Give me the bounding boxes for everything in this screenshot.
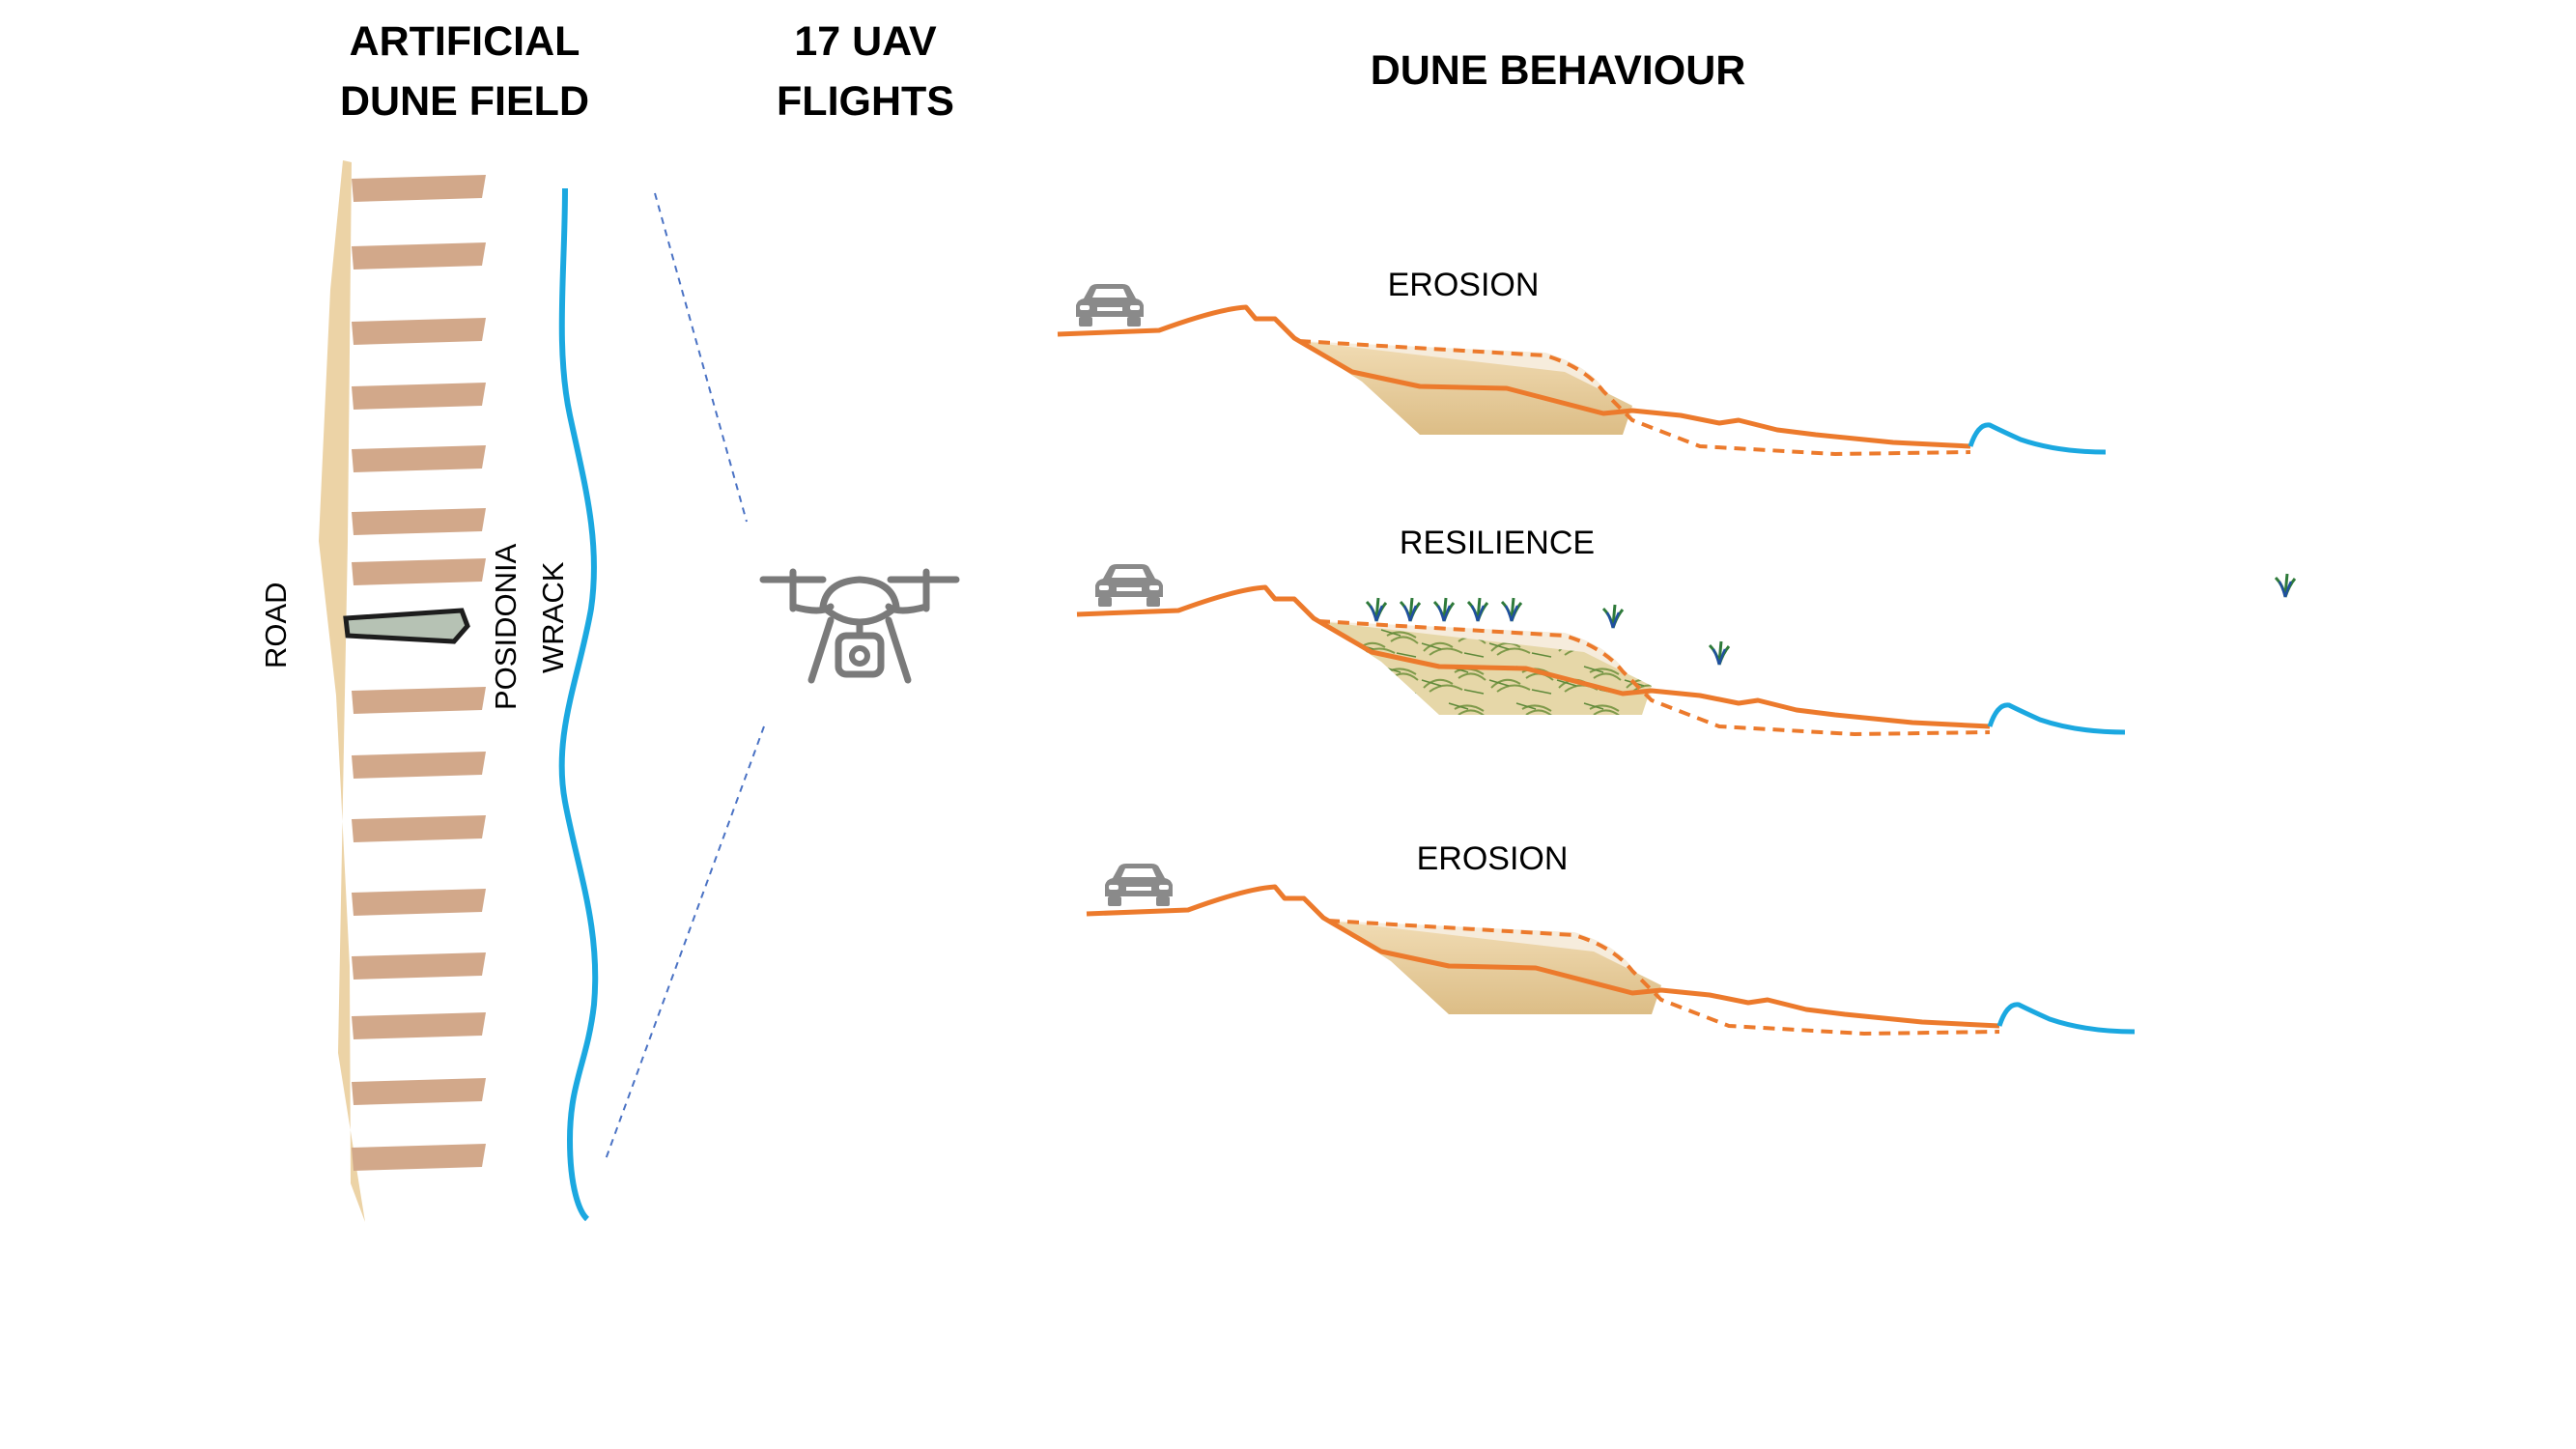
profile-label: RESILIENCE [1400,525,1595,561]
dune-block [352,558,486,585]
profile-label: EROSION [1417,840,1569,877]
heading-dune-field-line-2: DUNE FIELD [340,78,589,125]
dune-block [352,1012,486,1039]
final-profile-line [1057,304,1971,449]
dune-plant-icon [1365,596,1388,623]
dune-block [352,383,486,410]
dune-block [352,952,486,980]
dune-block [352,1078,486,1105]
dune-block [352,445,486,472]
final-profile-line [1086,884,2000,1029]
dune-block [352,752,486,779]
dune-block [352,889,486,916]
heading-artificial-dune-field: ARTIFICIAL DUNE FIELD [340,18,589,125]
drone-icon [759,568,960,684]
sea-line [1987,702,2126,735]
car-icon [1105,864,1173,906]
final-profile-line [1076,584,1991,729]
sea-line [1967,422,2107,455]
initial-profile-line [1327,919,2000,1037]
dune-plant-icon [1432,596,1456,623]
dune-block [352,175,486,202]
profile-2: RESILIENCE [1076,525,2126,737]
shoreline-line [558,187,599,1222]
dune-block [352,815,486,842]
profile-1: EROSION [1057,267,2107,457]
heading-dune-field-line-1: ARTIFICIAL [350,18,580,65]
dune-plant-icon [1399,596,1422,623]
sea-line [1996,1002,2136,1035]
dune-behaviour-profiles: EROSION RESILIENCE EROSION [1057,267,2136,1037]
dune-plant-icon [2274,572,2297,599]
posidonia-wrack-patch [343,608,470,644]
profile-label: EROSION [1388,267,1540,303]
wrack-label-line-1: POSIDONIA [489,543,523,710]
initial-profile-line [1317,619,1991,737]
wrack-label-line-2: WRACK [536,561,570,673]
dune-plant-icon [1500,596,1523,623]
heading-uav-flights: 17 UAV FLIGHTS [777,18,954,125]
heading-uav-line-1: 17 UAV [794,18,937,65]
view-cone-upper [654,192,748,523]
dune-plant-icon [1601,603,1625,630]
dune-block [352,318,486,345]
dune-plant-icon [1466,596,1489,623]
artificial-dune-blocks [352,175,486,1171]
uav-section [604,192,960,1163]
road-strip [319,160,365,1222]
car-icon [1095,564,1163,607]
car-icon [1076,284,1144,327]
heading-uav-line-2: FLIGHTS [777,78,954,125]
dune-field-plan: ROAD POSIDONIA WRACK [259,160,599,1222]
dune-block [352,687,486,714]
dune-block [352,1144,486,1171]
initial-profile-line [1298,339,1971,457]
view-cone-lower [604,725,765,1163]
dune-block [352,508,486,535]
profile-3: EROSION [1086,840,2136,1037]
road-label: ROAD [259,582,293,668]
heading-dune-behaviour: DUNE BEHAVIOUR [1371,47,1746,94]
dune-plant-icon [1708,639,1731,667]
dune-block [352,242,486,270]
